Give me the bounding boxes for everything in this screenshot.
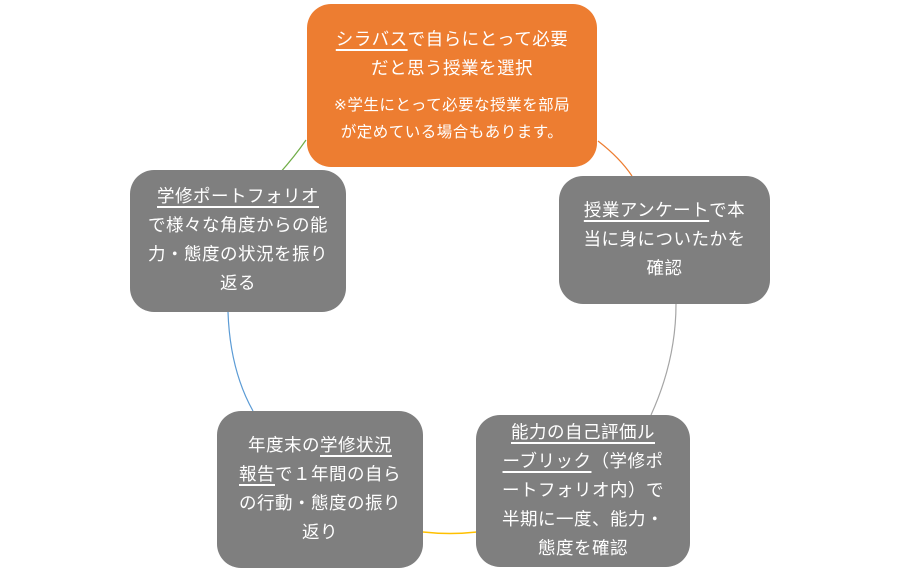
- rubric-link-part1[interactable]: 能力の自己評価ル: [511, 422, 655, 443]
- step-survey: 授業アンケートで本 当に身についたかを 確認: [559, 176, 770, 304]
- step-portfolio: 学修ポートフォリオ で様々な角度からの能 力・態度の状況を振り 返る: [130, 170, 346, 312]
- step-report: 年度末の学修状況 報告で１年間の自ら の行動・態度の振り 返り: [217, 411, 423, 568]
- syllabus-note-line2: が定めている場合もあります。: [340, 122, 564, 141]
- survey-link[interactable]: 授業アンケート: [583, 200, 710, 221]
- portfolio-line4: 返る: [220, 274, 256, 294]
- survey-line3: 確認: [646, 258, 683, 279]
- arc-rubric-to-report: [422, 531, 478, 535]
- rubric-line3: ートフォリオ内）で: [502, 480, 664, 501]
- arc-portfolio-to-syllabus: [278, 139, 307, 175]
- step-rubric: 能力の自己評価ル ーブリック（学修ポ ートフォリオ内）で 半期に一度、能力・ 態…: [476, 415, 690, 567]
- survey-line1: 授業アンケートで本: [584, 197, 745, 226]
- report-line3: の行動・態度の振り: [239, 493, 401, 514]
- rubric-line1: 能力の自己評価ル: [511, 419, 655, 448]
- rubric-line2: ーブリック（学修ポ: [503, 448, 664, 477]
- report-line4: 返り: [302, 522, 338, 543]
- report-link-part2[interactable]: 報告: [239, 464, 275, 485]
- step-syllabus: シラバスで自らにとって必要 だと思う授業を選択 ※学生にとって必要な授業を部局 …: [307, 4, 597, 167]
- portfolio-line3: 力・態度の状況を振り: [148, 245, 328, 265]
- rubric-link-part2[interactable]: ーブリック: [502, 451, 592, 472]
- syllabus-line2: だと思う授業を選択: [371, 58, 533, 79]
- portfolio-line1: 学修ポートフォリオ: [157, 183, 319, 212]
- syllabus-link[interactable]: シラバス: [335, 29, 408, 50]
- arc-survey-to-rubric: [650, 303, 677, 416]
- survey-line2: 当に身についたかを: [583, 229, 746, 250]
- report-link-part1[interactable]: 学修状況: [320, 435, 392, 456]
- rubric-line5: 態度を確認: [538, 538, 628, 559]
- report-line1: 年度末の学修状況: [248, 432, 392, 461]
- report-line1-text: 年度末の: [248, 435, 320, 456]
- syllabus-line1: シラバスで自らにとって必要: [336, 26, 568, 55]
- rubric-line4: 半期に一度、能力・: [502, 509, 664, 530]
- report-line2: 報告で１年間の自ら: [239, 461, 401, 490]
- syllabus-line1-text: で自らにとって必要: [407, 29, 569, 50]
- rubric-line2-text: （学修ポ: [591, 451, 664, 472]
- arc-report-to-portfolio: [227, 311, 254, 412]
- portfolio-link[interactable]: 学修ポートフォリオ: [157, 187, 319, 207]
- syllabus-note-line1: ※学生にとって必要な授業を部局: [333, 95, 571, 114]
- survey-line1-text: で本: [709, 200, 746, 221]
- arc-syllabus-to-survey: [597, 140, 633, 177]
- portfolio-line2: で様々な角度からの能: [148, 216, 328, 236]
- report-line2-text: で１年間の自ら: [275, 464, 401, 485]
